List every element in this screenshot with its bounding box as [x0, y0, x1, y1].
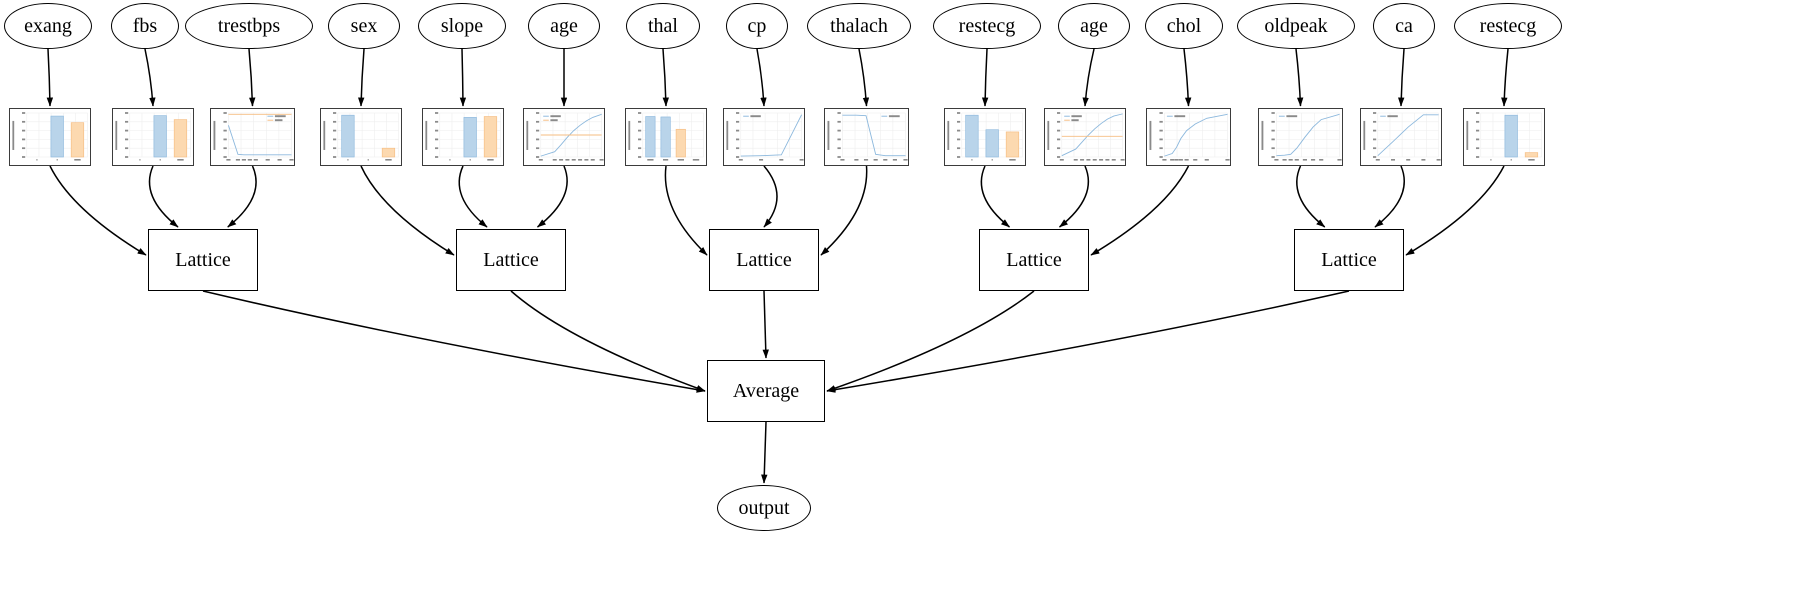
- feature-node-label: chol: [1166, 15, 1202, 37]
- lattice-node-2[interactable]: Lattice: [456, 229, 566, 291]
- edge: [202, 290, 706, 393]
- feature-node-label: ca: [1395, 15, 1413, 37]
- calibration-plot-oldpeak: [1258, 108, 1343, 166]
- edge: [1295, 48, 1304, 107]
- calibration-plot-restecg: [1463, 108, 1545, 166]
- lattice-node-label: Lattice: [1321, 248, 1377, 271]
- feature-node-restecg[interactable]: restecg: [933, 3, 1041, 49]
- lattice-node-label: Lattice: [736, 248, 792, 271]
- edge: [756, 48, 767, 107]
- feature-node-label: exang: [24, 15, 72, 37]
- lattice-node-label: Lattice: [483, 248, 539, 271]
- feature-node-slope[interactable]: slope: [418, 3, 506, 49]
- lattice-node-5[interactable]: Lattice: [1294, 229, 1404, 291]
- lattice-node-1[interactable]: Lattice: [148, 229, 258, 291]
- feature-node-exang[interactable]: exang: [4, 3, 92, 49]
- calibration-plot-chol: [1146, 108, 1231, 166]
- edge: [826, 290, 1350, 393]
- calibration-plot-exang: [9, 108, 91, 166]
- feature-node-oldpeak[interactable]: oldpeak: [1237, 3, 1355, 49]
- edge: [144, 48, 156, 107]
- feature-node-chol[interactable]: chol: [1145, 3, 1223, 49]
- edge: [826, 290, 1035, 392]
- edge: [662, 48, 669, 107]
- calibration-plot-thal: [625, 108, 707, 166]
- lattice-node-3[interactable]: Lattice: [709, 229, 819, 291]
- edge: [981, 48, 989, 107]
- feature-node-label: slope: [440, 15, 484, 37]
- edge: [1398, 48, 1405, 107]
- calibration-plot-age: [523, 108, 605, 166]
- edge: [858, 48, 870, 107]
- calibration-plot-thalach: [824, 108, 909, 166]
- feature-node-ca[interactable]: ca: [1373, 3, 1435, 49]
- edge: [761, 421, 768, 484]
- edge: [358, 48, 365, 107]
- lattice-node-label: Lattice: [175, 248, 231, 271]
- average-node-label: Average: [732, 379, 800, 402]
- calibration-plot-ca: [1360, 108, 1442, 166]
- feature-node-label: restecg: [958, 15, 1016, 37]
- edge: [459, 48, 467, 107]
- edge: [1374, 165, 1405, 228]
- output-node[interactable]: output: [717, 485, 811, 531]
- edge: [1296, 165, 1326, 228]
- feature-node-thal[interactable]: thal: [626, 3, 700, 49]
- edge: [227, 165, 257, 228]
- edge: [762, 290, 769, 359]
- feature-node-cp[interactable]: cp: [726, 3, 788, 49]
- lattice-node-4[interactable]: Lattice: [979, 229, 1089, 291]
- feature-node-label: trestbps: [217, 15, 281, 37]
- feature-node-restecg[interactable]: restecg: [1454, 3, 1562, 49]
- feature-node-label: fbs: [132, 15, 158, 37]
- average-node[interactable]: Average: [707, 360, 825, 422]
- edge: [537, 165, 568, 228]
- feature-node-thalach[interactable]: thalach: [807, 3, 911, 49]
- calibration-plot-sex: [320, 108, 402, 166]
- edge: [248, 48, 256, 107]
- edge: [148, 165, 179, 228]
- calibration-plot-cp: [723, 108, 805, 166]
- edge: [1059, 165, 1090, 228]
- feature-node-label: age: [1080, 15, 1108, 37]
- edge: [820, 165, 868, 256]
- edge: [360, 165, 455, 256]
- output-node-label: output: [738, 497, 790, 519]
- feature-node-label: sex: [350, 15, 378, 37]
- calibration-plot-slope: [422, 108, 504, 166]
- edge: [763, 165, 778, 228]
- feature-node-label: restecg: [1479, 15, 1537, 37]
- edge: [1501, 48, 1509, 107]
- edge: [46, 48, 54, 107]
- feature-node-fbs[interactable]: fbs: [111, 3, 179, 49]
- feature-node-label: thalach: [830, 15, 888, 37]
- feature-node-label: oldpeak: [1264, 15, 1328, 37]
- edge: [1090, 165, 1190, 256]
- lattice-node-label: Lattice: [1006, 248, 1062, 271]
- edge: [49, 165, 147, 256]
- edge: [458, 165, 488, 228]
- feature-node-label: cp: [747, 15, 767, 37]
- feature-node-age[interactable]: age: [528, 3, 600, 49]
- feature-node-trestbps[interactable]: trestbps: [185, 3, 313, 49]
- feature-node-label: thal: [648, 15, 678, 37]
- feature-node-label: age: [550, 15, 578, 37]
- feature-node-sex[interactable]: sex: [328, 3, 400, 49]
- edge: [664, 165, 708, 256]
- calibration-plot-restecg: [944, 108, 1026, 166]
- edge: [1082, 48, 1095, 107]
- edge: [980, 165, 1010, 228]
- edge: [1183, 48, 1192, 107]
- calibration-plot-age: [1044, 108, 1126, 166]
- calibration-plot-trestbps: [210, 108, 295, 166]
- feature-node-age[interactable]: age: [1058, 3, 1130, 49]
- edge: [1405, 165, 1505, 256]
- calibration-plot-fbs: [112, 108, 194, 166]
- edge: [510, 290, 706, 392]
